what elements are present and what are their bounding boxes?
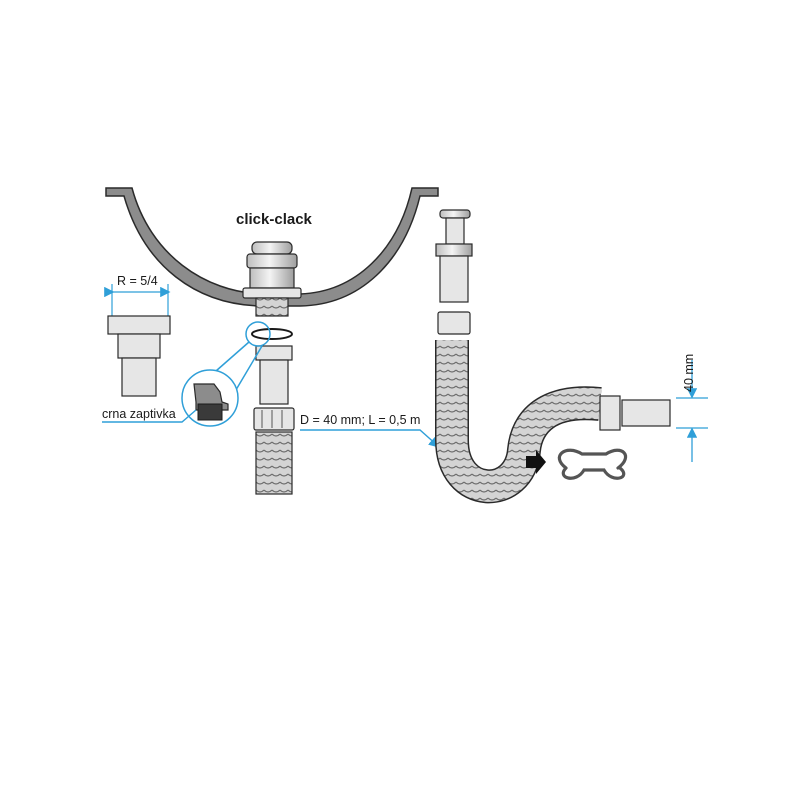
click-clack-valve [242, 241, 302, 495]
sink-basin [105, 187, 439, 307]
gasket-callout [181, 321, 271, 427]
thread-size-label: R = 5/4 [117, 274, 158, 288]
o-ring [251, 328, 293, 340]
corrugated-hose-segment [255, 431, 293, 495]
gasket-label: crna zaptivka [102, 407, 176, 421]
hose-spec-line [300, 429, 441, 448]
outlet-connector [599, 360, 708, 462]
diagram-title: click-clack [236, 211, 313, 228]
flexible-trap-hose [435, 340, 602, 504]
hose-clip-icon [557, 448, 628, 480]
strainer-assembly [435, 209, 473, 335]
right-arrow-icon [526, 450, 546, 474]
outlet-size-label: 40 mm [682, 354, 696, 392]
gasket-label-line [102, 409, 197, 423]
hose-spec-label: D = 40 mm; L = 0,5 m [300, 413, 420, 427]
thread-detail [104, 284, 171, 397]
